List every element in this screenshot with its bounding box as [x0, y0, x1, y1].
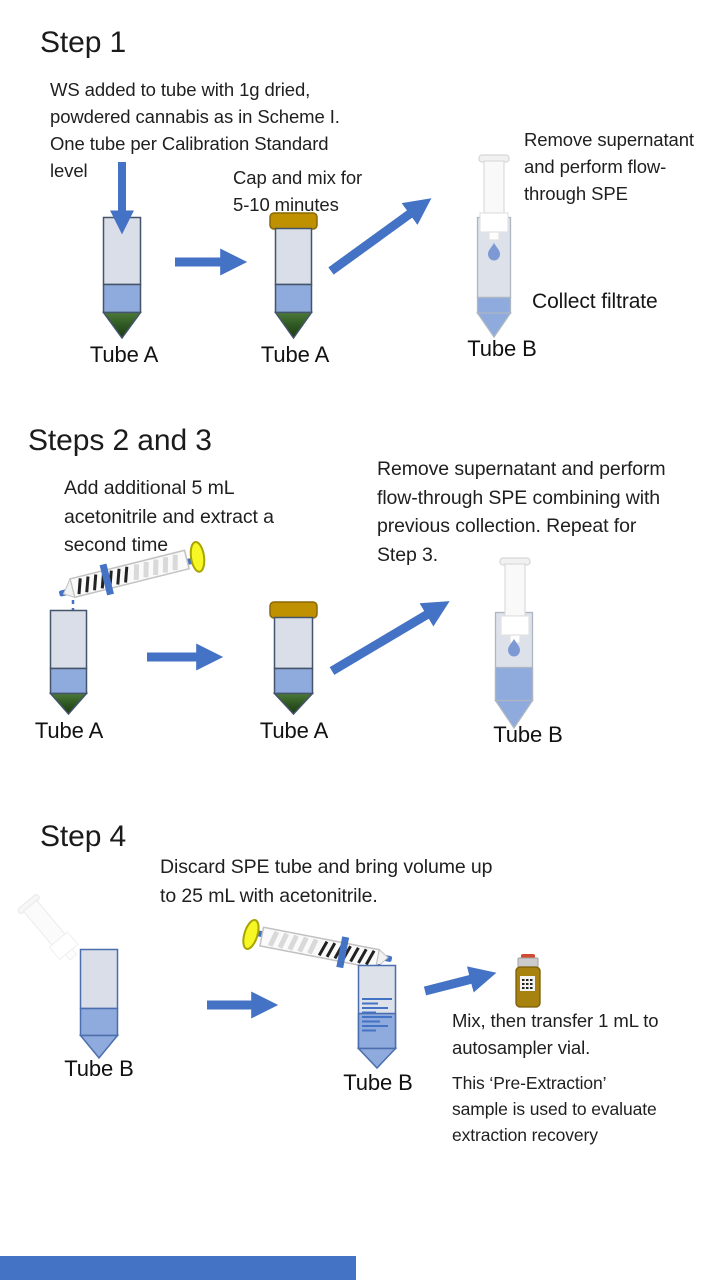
steps23-tube-a-capped: [269, 601, 318, 716]
step4-tube-b-graduated: [356, 964, 398, 1070]
footer-accent-bar: [0, 1256, 356, 1280]
plant-material-icon: [48, 692, 89, 716]
plant-material-icon: [274, 311, 313, 340]
tube-cap-icon: [269, 601, 318, 619]
plant-material-icon: [272, 692, 315, 716]
autosampler-vial-icon: [515, 954, 541, 1008]
step1-collect-note: Collect filtrate: [532, 290, 658, 313]
steps23-tube-b-label: Tube B: [493, 722, 563, 747]
step4-discard-note: Discard SPE tube and bring volume up to …: [160, 856, 493, 907]
step1-tube-a1-label: Tube A: [89, 342, 159, 367]
step1-tube-b-label: Tube B: [467, 336, 537, 361]
steps23-tube-a2-label: Tube A: [259, 718, 329, 743]
steps23-spe-note: Remove supernatant and perform flow-thro…: [377, 458, 666, 566]
step4-tube-b2-label: Tube B: [343, 1070, 413, 1095]
discarded-spe-cartridge-icon: [16, 893, 84, 966]
steps23-tube-a1-label: Tube A: [34, 718, 104, 743]
step1-cap-note: Cap and mix for 5-10 minutes: [233, 167, 363, 215]
step4-title: Step 4: [40, 820, 127, 853]
diagonal-arrow-icon: [328, 198, 432, 275]
step4-pre-extraction-note: This ‘Pre-Extraction’ sample is used to …: [452, 1073, 657, 1145]
step1-tube-a-capped: [269, 212, 318, 340]
step4-tube-b-left: [78, 948, 120, 1060]
spe-cartridge-icon: [499, 557, 531, 644]
diagonal-arrow-icon: [423, 966, 497, 996]
step4-tube-b1-label: Tube B: [64, 1056, 134, 1081]
diagonal-arrow-icon: [329, 601, 450, 675]
steps23-add-note: Add additional 5 mL acetonitrile and ext…: [64, 477, 274, 556]
steps23-tube-a-open: [48, 609, 89, 716]
step1-ws-note: WS added to tube with 1g dried, powdered…: [50, 79, 340, 181]
step4-mix-note: Mix, then transfer 1 mL to autosampler v…: [452, 1010, 659, 1058]
step1-tube-a-open: [102, 216, 142, 340]
step1-tube-a2-label: Tube A: [260, 342, 330, 367]
plant-material-icon: [102, 311, 142, 340]
steps23-title: Steps 2 and 3: [28, 424, 212, 457]
spe-cartridge-icon: [478, 154, 510, 241]
step1-spe-note: Remove supernatant and perform flow- thr…: [524, 129, 694, 204]
graduation-marks: [362, 998, 392, 1032]
step1-title: Step 1: [40, 26, 127, 59]
